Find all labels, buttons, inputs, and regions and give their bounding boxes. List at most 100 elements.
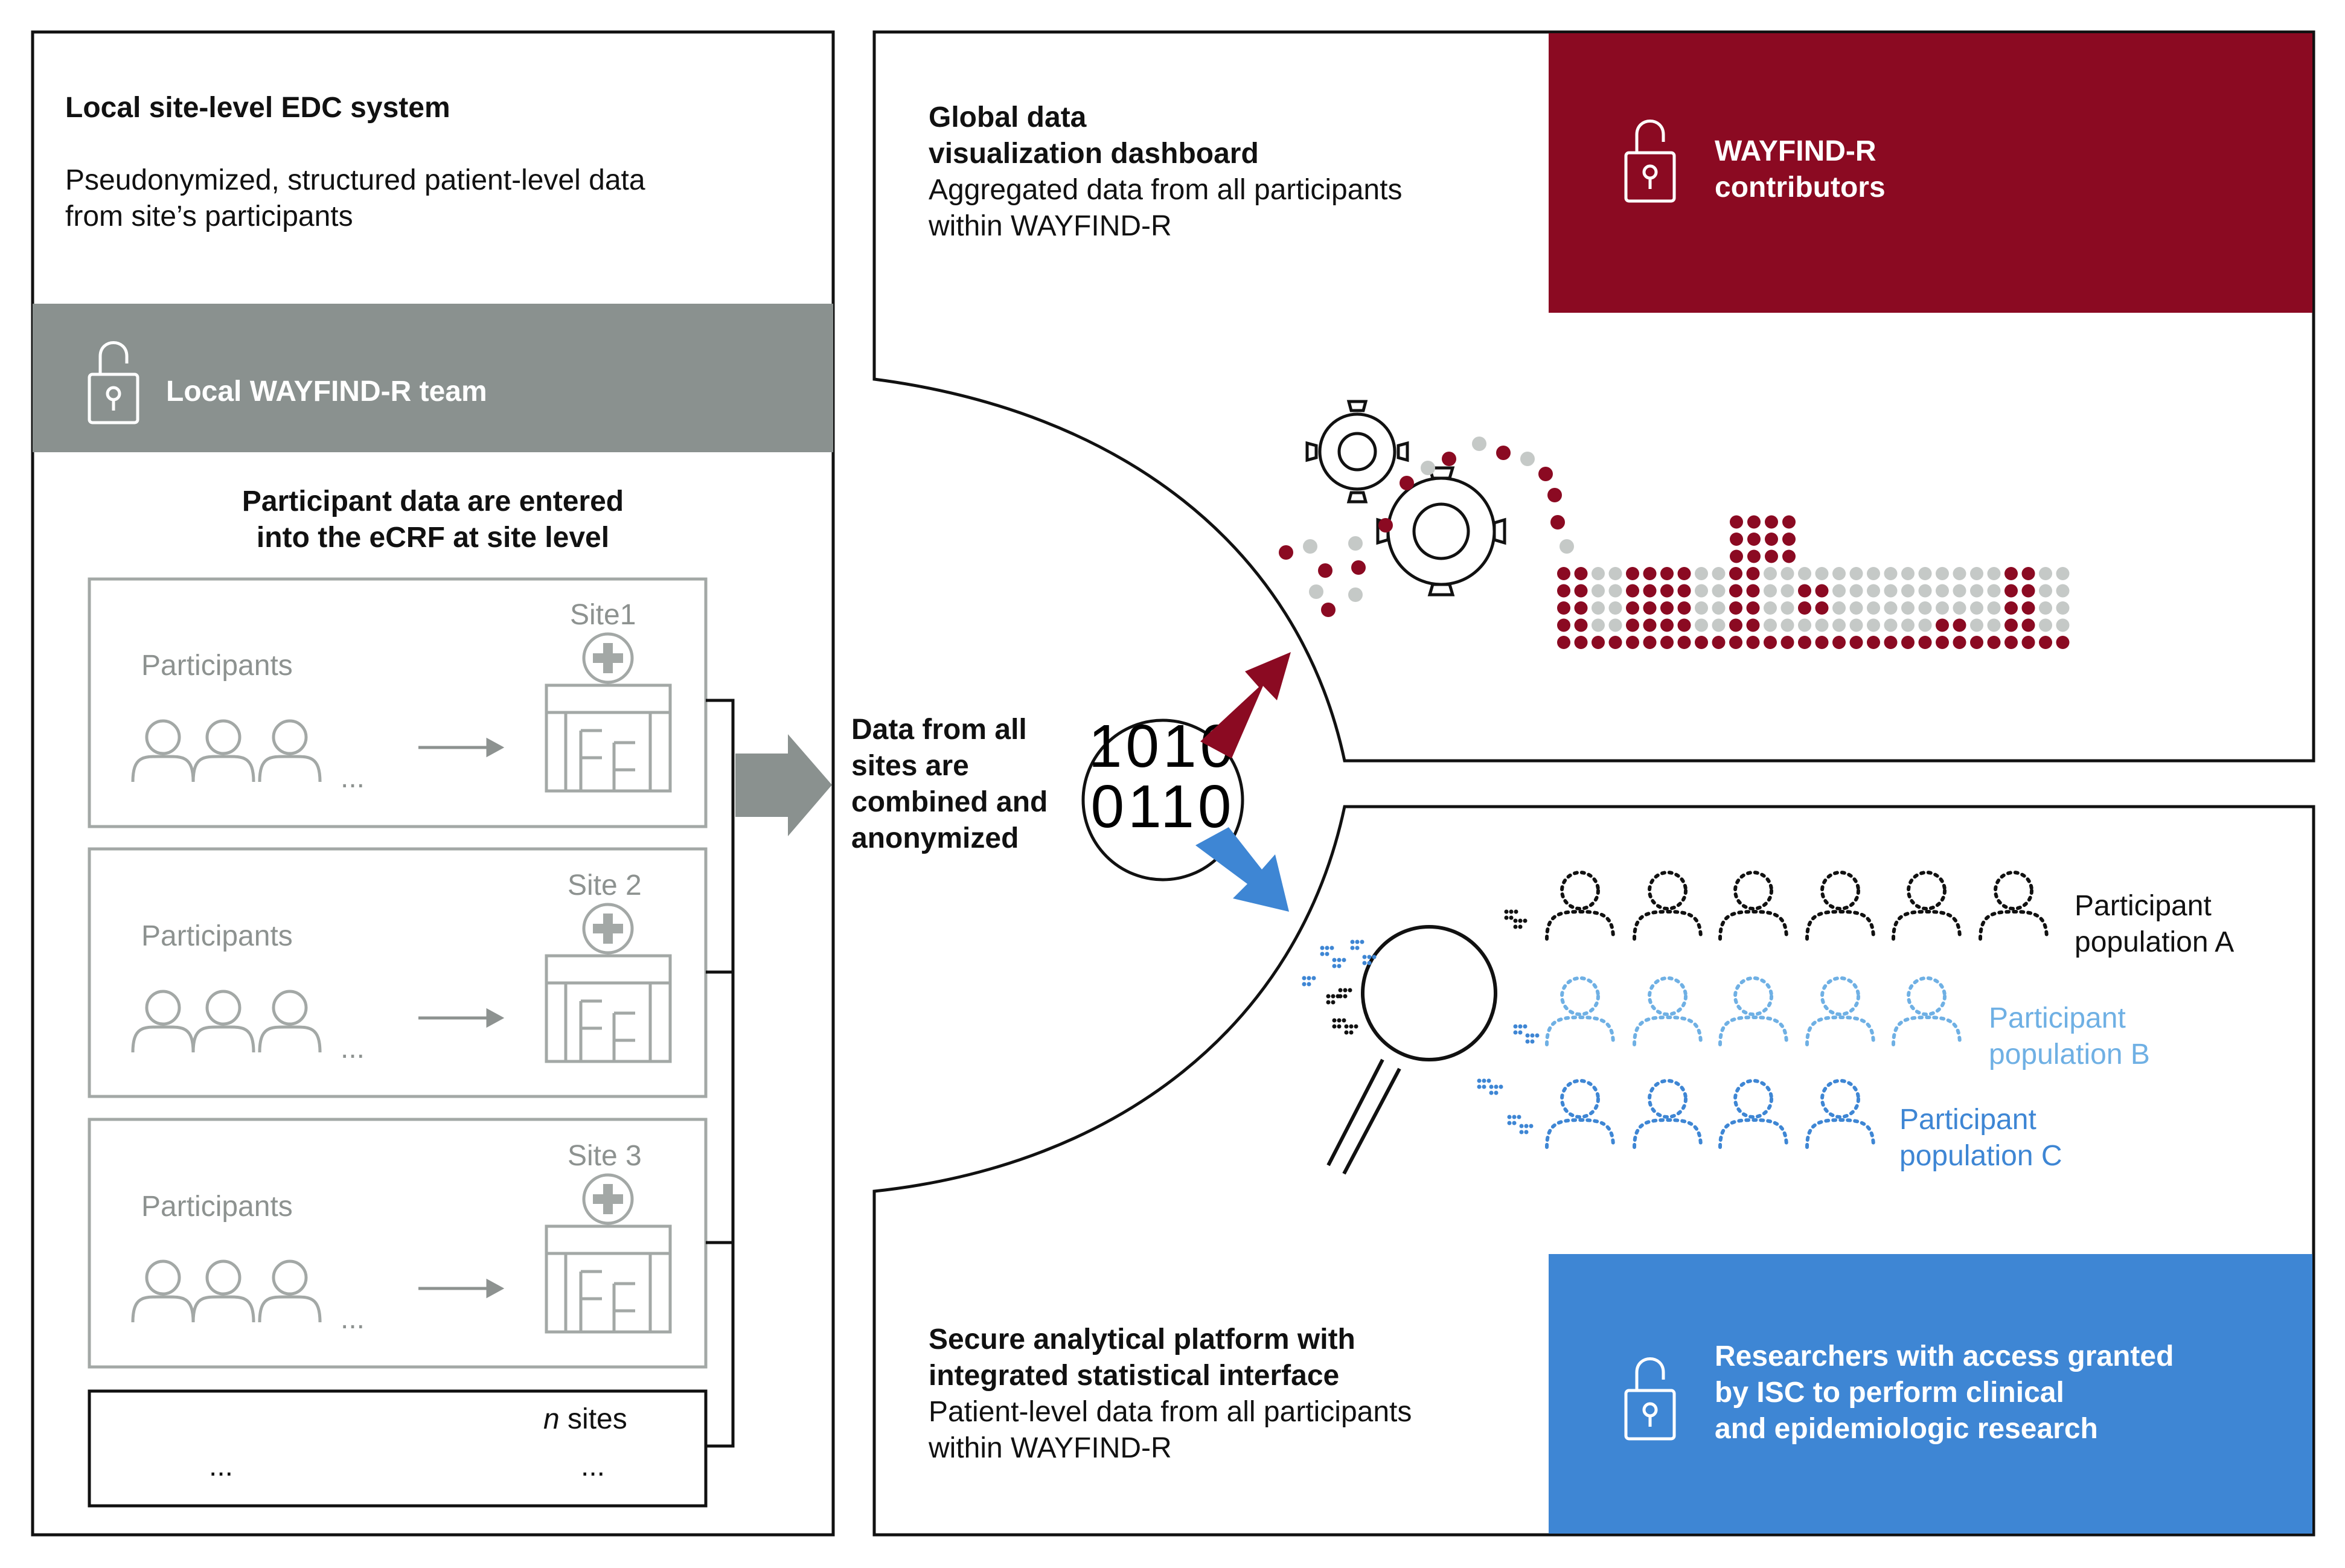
dot (1832, 567, 1846, 580)
dot (1574, 567, 1588, 580)
dot (1695, 567, 1708, 580)
dot (1764, 584, 1777, 598)
dot (1730, 549, 1743, 563)
dot (2039, 618, 2052, 632)
dot (1798, 567, 1811, 580)
dot (1337, 958, 1342, 962)
dot (1746, 567, 1760, 580)
scatter-dots (1302, 909, 1540, 1134)
dot (1764, 601, 1777, 615)
dot (1355, 946, 1360, 950)
dot (1712, 618, 1726, 632)
dot (1660, 636, 1674, 649)
participants-label: Participants (141, 1191, 293, 1223)
dot (1867, 601, 1880, 615)
dot (1936, 567, 1949, 580)
population-a-icons (1547, 872, 2047, 939)
dot (1525, 1039, 1530, 1044)
gear-icon (1305, 400, 1506, 597)
dot (1350, 939, 1355, 944)
dot (1362, 955, 1367, 959)
dot (1504, 909, 1509, 914)
dot (1712, 567, 1726, 580)
dot (1320, 952, 1325, 956)
ellipsis: ... (209, 1450, 234, 1482)
dot (1482, 1078, 1486, 1083)
dot (1557, 567, 1570, 580)
dot (1608, 636, 1622, 649)
dot (1918, 601, 1932, 615)
dot (2021, 601, 2035, 615)
dot (1660, 601, 1674, 615)
dot (1987, 567, 2001, 580)
binary-text: 0110 (1090, 773, 1235, 840)
dot (1712, 584, 1726, 598)
dot (1325, 946, 1329, 950)
dot (1953, 601, 1966, 615)
dot (1764, 636, 1777, 649)
dot (1489, 1084, 1494, 1089)
dot (1953, 618, 1966, 632)
dot (1496, 446, 1511, 460)
dot (1355, 939, 1360, 944)
dot (1832, 618, 1846, 632)
dot (1519, 1124, 1524, 1128)
dot (1712, 601, 1726, 615)
dot (1987, 584, 2001, 598)
dot (1320, 946, 1325, 950)
dot (1626, 618, 1639, 632)
dot (2021, 584, 2035, 598)
dot (1780, 618, 1794, 632)
dot (2021, 636, 2035, 649)
dot (1367, 961, 1372, 965)
dot (1970, 584, 1983, 598)
dot (1798, 636, 1811, 649)
dot (1378, 518, 1393, 533)
dot (1747, 515, 1761, 529)
dot (1520, 452, 1535, 466)
dot (1643, 567, 1657, 580)
dot (1338, 988, 1343, 993)
dot (1608, 618, 1622, 632)
ellipsis: ... (341, 1303, 365, 1335)
dot (1477, 1078, 1482, 1083)
dot (1626, 567, 1639, 580)
population-a-label-1: Participant (2075, 890, 2212, 922)
dot (1344, 1030, 1349, 1035)
dot (1307, 982, 1311, 987)
dashboard-title-1: Global data (929, 101, 1087, 133)
dot (1730, 533, 1743, 546)
dot (1901, 618, 1915, 632)
dot (1747, 533, 1761, 546)
dot (1677, 567, 1691, 580)
population-c-icons (1547, 1081, 1873, 1147)
dot (1517, 1115, 1521, 1119)
dot (1730, 515, 1743, 529)
dot (1337, 964, 1342, 968)
dot (1936, 636, 1949, 649)
dot (1472, 437, 1486, 451)
dot (1332, 1024, 1337, 1029)
dot (1953, 567, 1966, 580)
dot (1349, 1030, 1354, 1035)
dot (1518, 1024, 1523, 1029)
dot (1557, 636, 1570, 649)
blue-arrow (1195, 827, 1289, 912)
dot (1970, 636, 1983, 649)
dot (1494, 1090, 1499, 1095)
dot (1343, 988, 1348, 993)
dot (1677, 601, 1691, 615)
dot (1918, 584, 1932, 598)
population-b-icons (1547, 978, 1960, 1045)
dot (1329, 946, 1334, 950)
dot (2056, 636, 2070, 649)
dot (1574, 618, 1588, 632)
dot (1303, 539, 1317, 554)
ellipsis: ... (341, 1032, 365, 1064)
dot (1782, 533, 1796, 546)
dot (1918, 567, 1932, 580)
dot (1987, 601, 2001, 615)
red-arrow (1200, 652, 1291, 758)
dot (1494, 1084, 1499, 1089)
platform-title-2: integrated statistical interface (929, 1360, 1340, 1392)
